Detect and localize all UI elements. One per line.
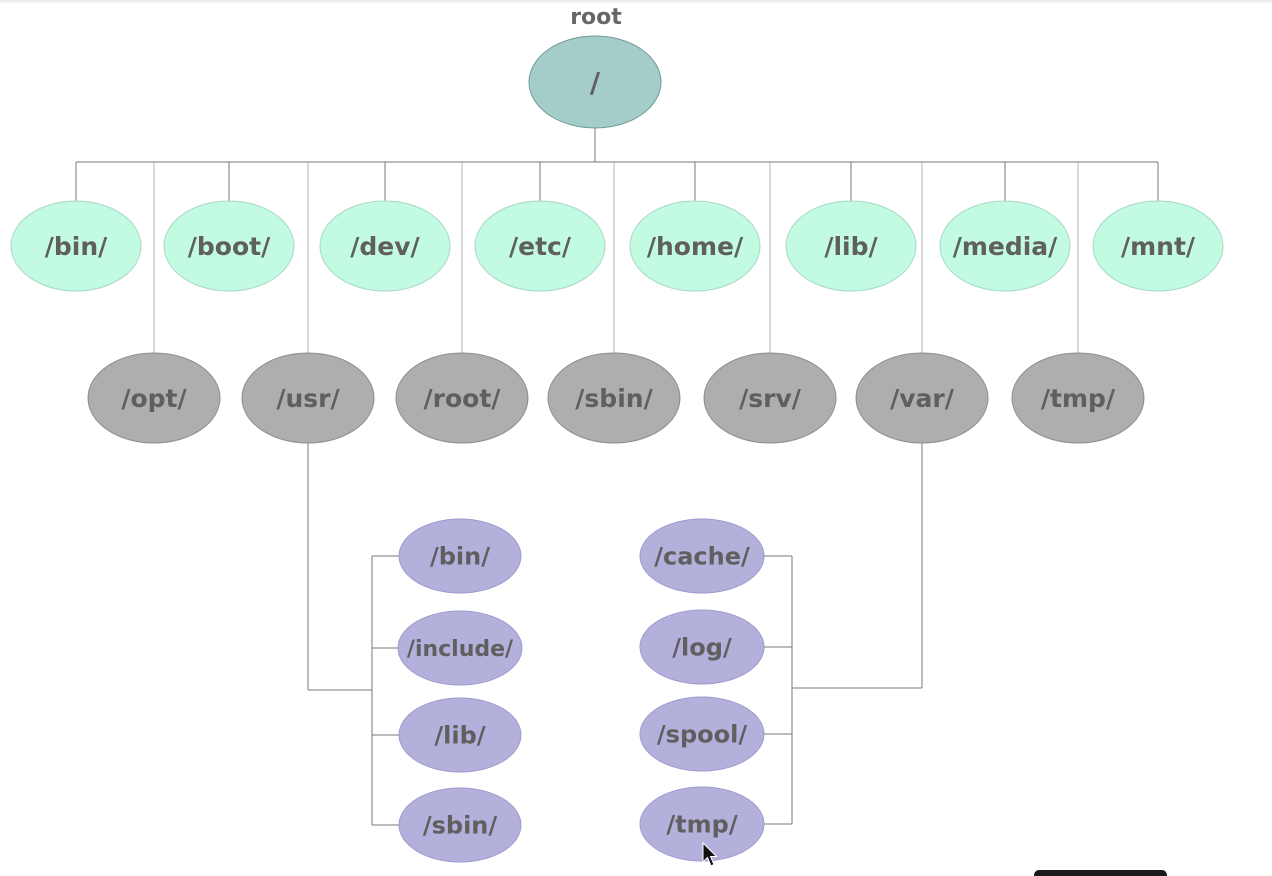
node-var-spool-label: /spool/ (657, 721, 747, 749)
node-var-tmp-ellipse (639, 786, 765, 862)
node-l1-boot: /boot/ (163, 200, 295, 292)
node-var-cache-label: /cache/ (654, 543, 750, 571)
node-usr-include-ellipse (397, 610, 523, 686)
node-usr-include-label: /include/ (407, 637, 514, 662)
node-l1-dev-ellipse (319, 200, 451, 292)
node-l2-srv-label: /srv/ (739, 384, 802, 413)
node-l2-root: /root/ (395, 352, 529, 444)
node-var-cache-ellipse (639, 518, 765, 594)
node-var-log-label: /log/ (672, 634, 732, 662)
node-usr-sbin-ellipse (398, 787, 522, 863)
node-var-tmp-label: /tmp/ (666, 811, 737, 839)
node-root: / (528, 35, 662, 129)
connector-lines (75, 128, 1159, 826)
node-l1-home: /home/ (629, 200, 761, 292)
node-l2-var-label: /var/ (890, 384, 955, 413)
node-l2-opt-ellipse (87, 352, 221, 444)
node-l2-root-ellipse (395, 352, 529, 444)
node-l1-mnt-ellipse (1092, 200, 1224, 292)
node-l1-dev: /dev/ (319, 200, 451, 292)
node-l2-var-ellipse (855, 352, 989, 444)
node-l1-media: /media/ (939, 200, 1071, 292)
node-usr-lib: /lib/ (398, 697, 522, 773)
node-usr-sbin: /sbin/ (398, 787, 522, 863)
node-var-log-ellipse (639, 609, 765, 685)
node-l1-etc-ellipse (474, 200, 606, 292)
tree-nodes: / /bin/ /boot/ /dev/ /etc/ /home/ /lib/ /media/… (10, 35, 1224, 863)
node-usr-lib-ellipse (398, 697, 522, 773)
node-usr-bin-ellipse (398, 518, 522, 594)
node-l2-tmp: /tmp/ (1011, 352, 1145, 444)
node-l1-media-label: /media/ (953, 232, 1058, 261)
node-l1-lib: /lib/ (785, 200, 917, 292)
node-l1-boot-label: /boot/ (188, 232, 271, 261)
root-title: root (570, 5, 622, 30)
node-var-spool-ellipse (639, 696, 765, 772)
node-l2-srv-ellipse (703, 352, 837, 444)
node-usr-bin: /bin/ (398, 518, 522, 594)
node-l2-tmp-label: /tmp/ (1041, 384, 1116, 413)
node-l1-home-ellipse (629, 200, 761, 292)
node-usr-sbin-label: /sbin/ (423, 812, 498, 840)
node-l1-lib-label: /lib/ (824, 232, 878, 261)
node-root-label: / (590, 66, 601, 99)
node-l1-media-ellipse (939, 200, 1071, 292)
node-l2-tmp-ellipse (1011, 352, 1145, 444)
node-l2-root-label: /root/ (424, 384, 502, 413)
node-l2-sbin-label: /sbin/ (575, 384, 653, 413)
node-l1-bin-label: /bin/ (45, 232, 108, 261)
node-usr-lib-label: /lib/ (434, 722, 485, 750)
node-var-cache: /cache/ (639, 518, 765, 594)
node-l1-etc-label: /etc/ (509, 232, 572, 261)
top-edge-shadow (0, 0, 1272, 4)
node-var-tmp: /tmp/ (639, 786, 765, 862)
node-l1-mnt: /mnt/ (1092, 200, 1224, 292)
node-l2-usr-label: /usr/ (276, 384, 340, 413)
node-usr-include: /include/ (397, 610, 523, 686)
node-l1-lib-ellipse (785, 200, 917, 292)
node-l1-mnt-label: /mnt/ (1121, 232, 1196, 261)
node-l1-bin-ellipse (10, 200, 142, 292)
node-l2-opt: /opt/ (87, 352, 221, 444)
node-l2-usr-ellipse (241, 352, 375, 444)
node-l2-usr: /usr/ (241, 352, 375, 444)
node-var-spool: /spool/ (639, 696, 765, 772)
node-root-ellipse (528, 35, 662, 129)
mouse-cursor-icon (702, 842, 718, 867)
node-l2-var: /var/ (855, 352, 989, 444)
node-l1-bin: /bin/ (10, 200, 142, 292)
node-l1-home-label: /home/ (647, 232, 744, 261)
node-l2-sbin: /sbin/ (547, 352, 681, 444)
node-l1-boot-ellipse (163, 200, 295, 292)
node-l1-dev-label: /dev/ (350, 232, 420, 261)
node-l2-sbin-ellipse (547, 352, 681, 444)
node-l2-opt-label: /opt/ (121, 384, 187, 413)
node-usr-bin-label: /bin/ (430, 543, 490, 571)
node-l2-srv: /srv/ (703, 352, 837, 444)
node-var-log: /log/ (639, 609, 765, 685)
node-l1-etc: /etc/ (474, 200, 606, 292)
taskbar-tab (1034, 870, 1167, 876)
